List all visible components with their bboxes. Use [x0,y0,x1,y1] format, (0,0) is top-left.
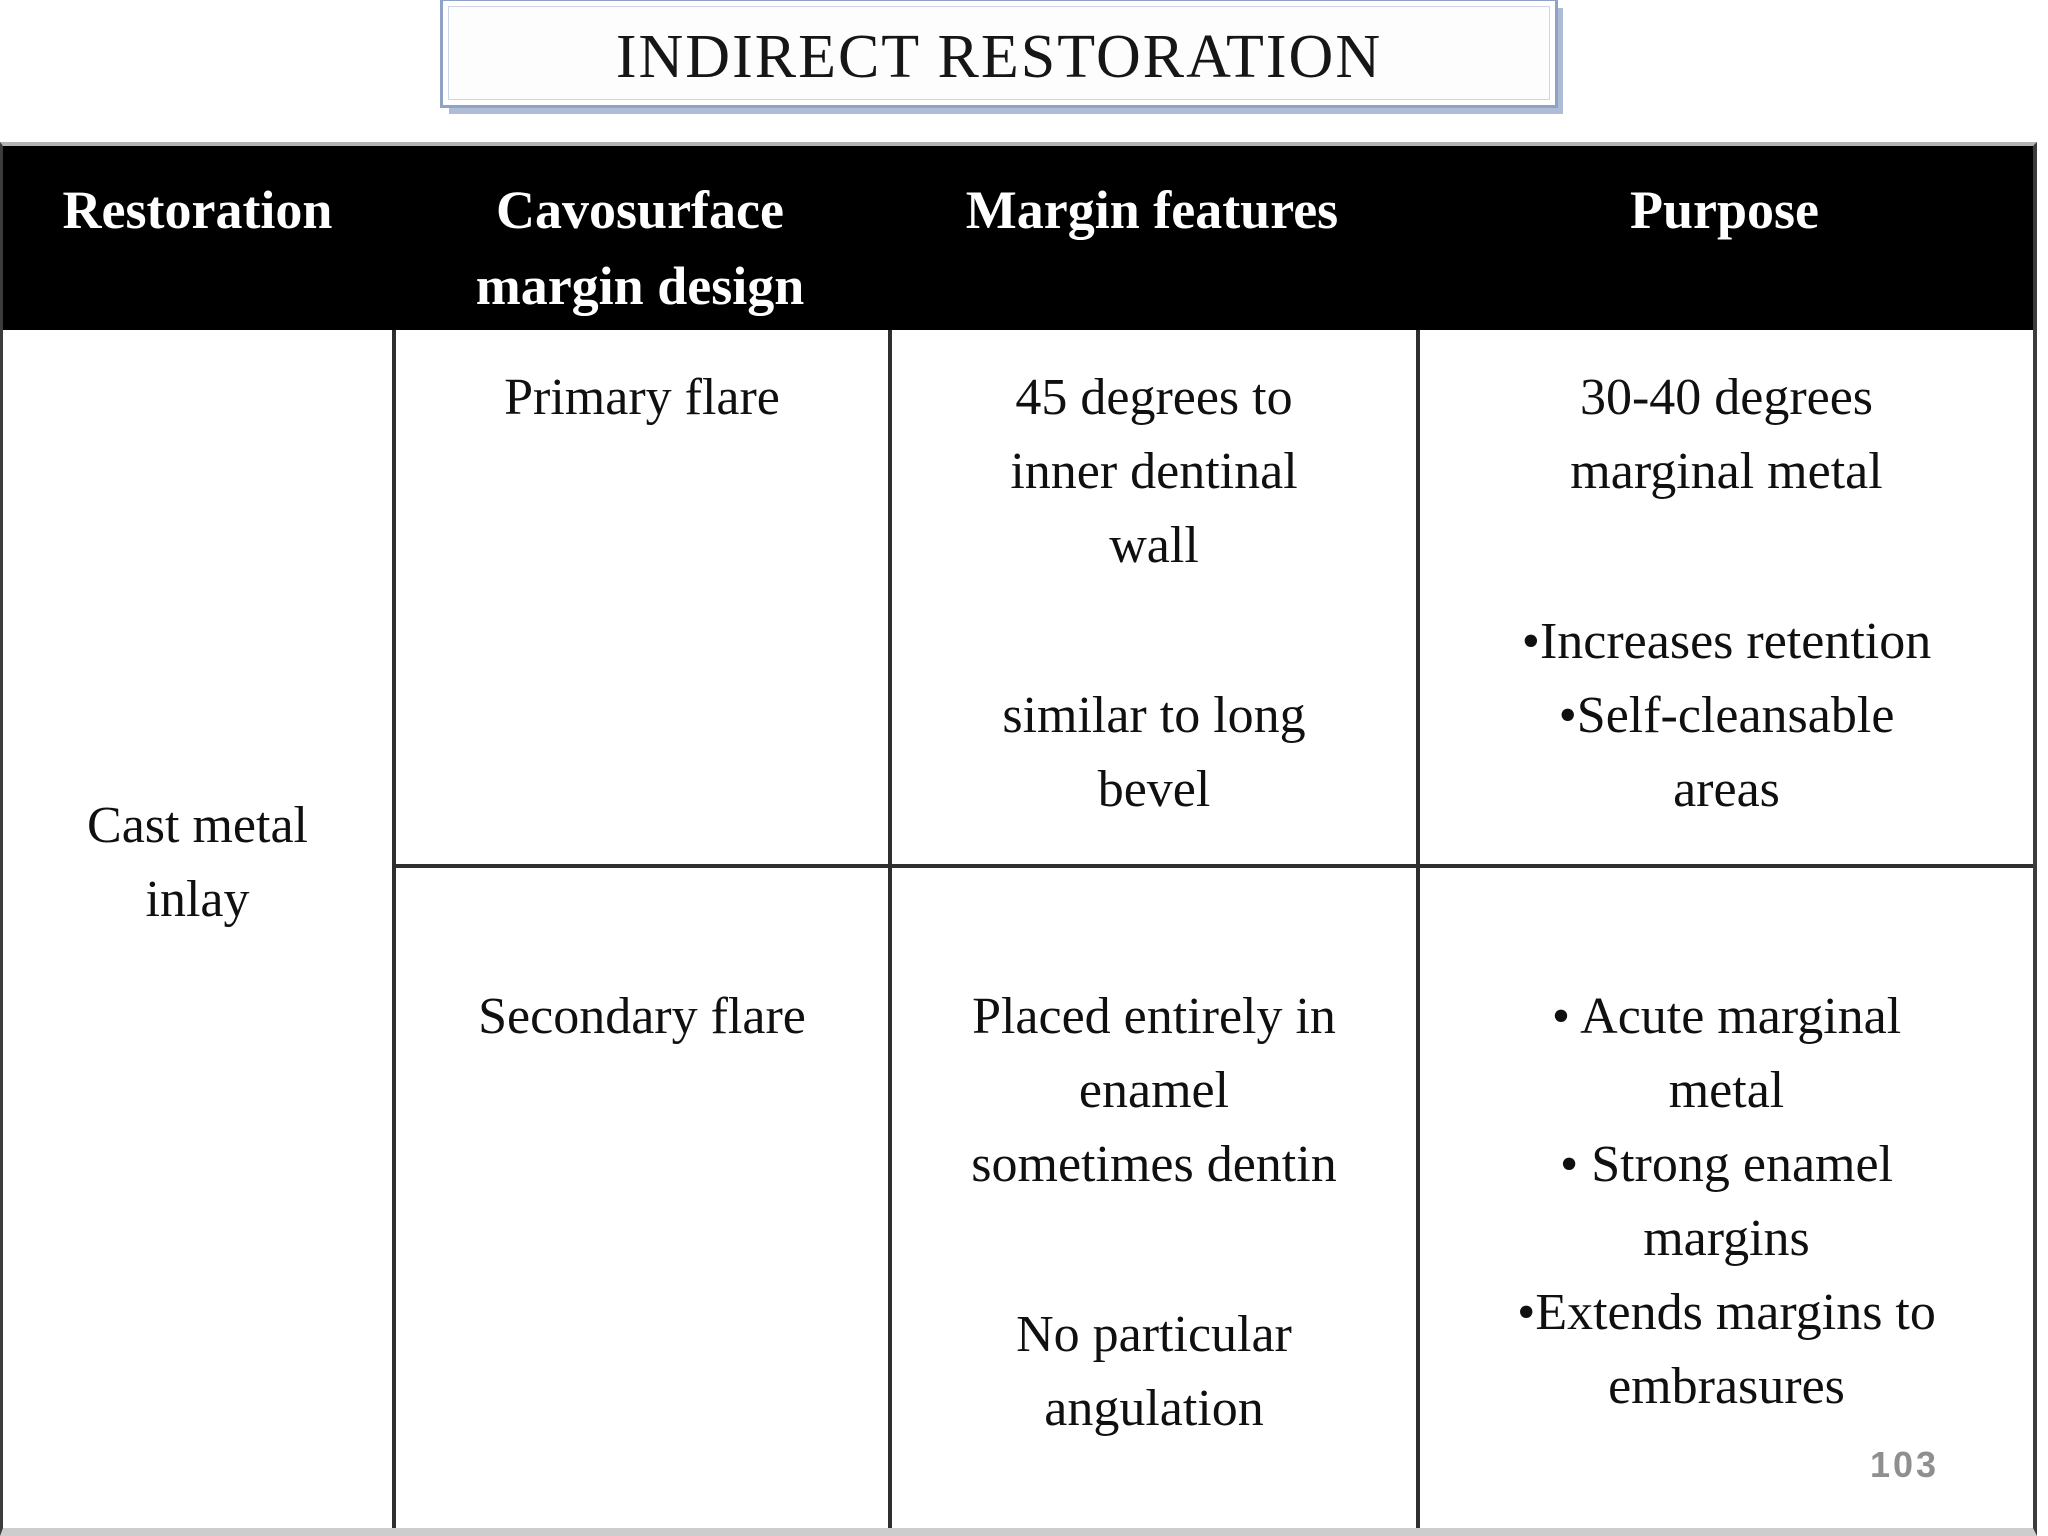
header-margin-features: Margin features [888,146,1416,330]
page-number: 103 [1870,1444,1940,1485]
cell-design-secondary-flare: Secondary flare [392,864,888,1528]
slide-title-box: INDIRECT RESTORATION [440,0,1558,108]
header-purpose: Purpose [1416,146,2033,330]
slide-title: INDIRECT RESTORATION [615,22,1383,91]
header-restoration: Restoration [3,146,392,330]
cell-design-primary-flare: Primary flare [392,330,888,864]
